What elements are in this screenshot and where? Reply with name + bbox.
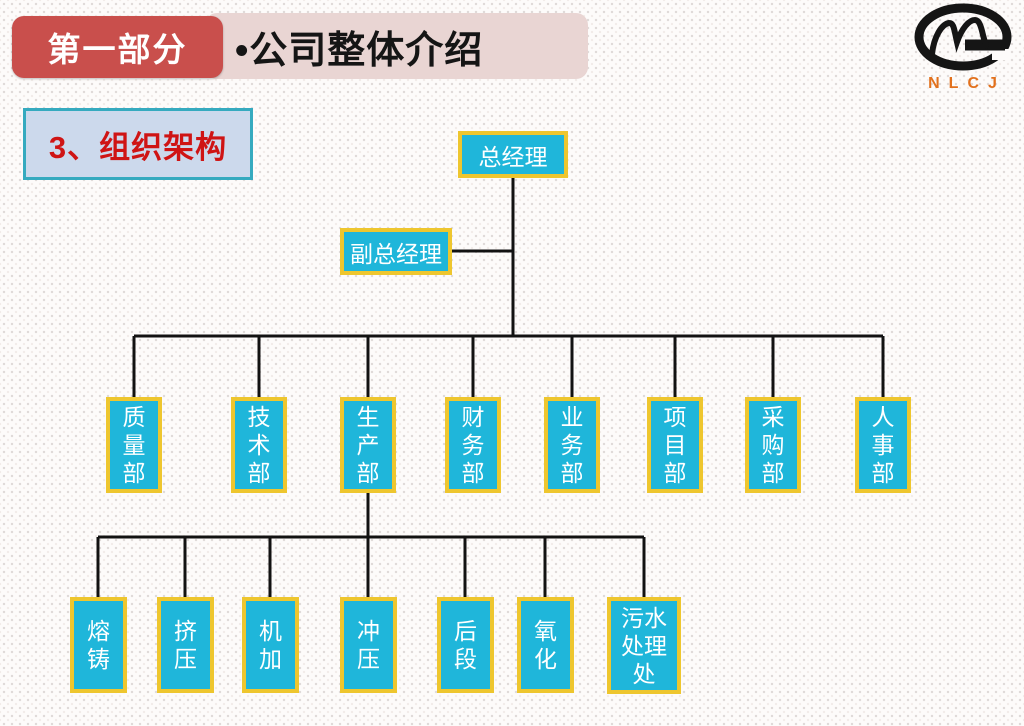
org-node-business-dept: 业务部 [544, 397, 600, 493]
slide-title: •公司整体介绍 [235, 29, 484, 72]
org-node-label: 后段 [454, 618, 477, 672]
logo-mark-icon [914, 3, 1011, 71]
org-node-oxidation: 氧化 [517, 597, 574, 693]
org-node-label: 冲压 [357, 618, 380, 672]
org-node-casting: 熔铸 [70, 597, 127, 693]
org-node-sewage-treatment: 污水处理处 [607, 597, 681, 694]
slide-title-banner: •公司整体介绍 [205, 13, 588, 79]
section-heading-label: 3、组织架构 [48, 129, 228, 165]
org-node-label: 机加 [259, 618, 282, 672]
org-node-technology-dept: 技术部 [231, 397, 287, 493]
org-node-production-dept: 生产部 [340, 397, 396, 493]
org-node-label: 污水处理处 [621, 604, 667, 687]
org-node-finance-dept: 财务部 [445, 397, 501, 493]
org-node-label: 财务部 [461, 404, 485, 486]
org-node-label: 总经理 [478, 143, 548, 170]
org-node-purchasing-dept: 采购部 [745, 397, 801, 493]
org-node-label: 副总经理 [350, 240, 442, 267]
part-badge: 第一部分 [12, 16, 223, 78]
root-connector-lines [132, 178, 885, 397]
org-node-extrusion: 挤压 [157, 597, 214, 693]
logo-text: NLCJ [928, 75, 1006, 92]
org-node-deputy-general-manager: 副总经理 [340, 228, 452, 275]
org-node-label: 挤压 [174, 618, 197, 672]
org-node-quality-dept: 质量部 [106, 397, 162, 493]
org-node-general-manager: 总经理 [458, 131, 568, 178]
org-node-label: 质量部 [122, 404, 146, 486]
org-node-label: 人事部 [871, 404, 895, 486]
org-node-label: 项目部 [663, 404, 687, 486]
org-node-rear-section: 后段 [437, 597, 494, 693]
org-node-project-dept: 项目部 [647, 397, 703, 493]
org-node-label: 氧化 [534, 618, 557, 672]
production-connector-lines [96, 493, 646, 597]
company-logo: NLCJ [905, 2, 1020, 93]
org-node-label: 业务部 [560, 404, 584, 486]
org-node-label: 技术部 [247, 404, 271, 486]
org-node-label: 采购部 [761, 404, 785, 486]
org-node-label: 熔铸 [87, 618, 110, 672]
org-node-stamping: 冲压 [340, 597, 397, 693]
section-heading: 3、组织架构 [23, 108, 253, 180]
org-node-machining: 机加 [242, 597, 299, 693]
part-badge-label: 第一部分 [47, 31, 188, 68]
org-node-hr-dept: 人事部 [855, 397, 911, 493]
org-node-label: 生产部 [356, 404, 380, 486]
